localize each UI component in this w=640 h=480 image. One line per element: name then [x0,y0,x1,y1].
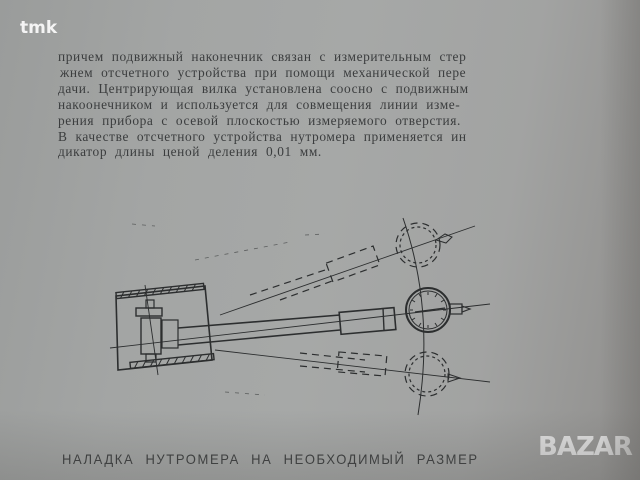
centering-fork [135,284,179,376]
figure-caption: НАЛАДКА НУТРОМЕРА НА НЕОБХОДИМЫЙ РАЗМЕР [62,451,479,468]
gauge-rod-upper-dashed [249,222,441,301]
body-paragraph: причем подвижный наконечник связан с изм… [58,49,578,160]
text-line: рения прибора с осевой плоскостью измеря… [58,112,461,128]
gauge-rod-center [109,303,491,349]
shadow-overlay [600,0,640,480]
text-line: причем подвижный наконечник связан с изм… [58,49,467,64]
text-line: жнем отсчетного устройства при помощи ме… [60,64,467,80]
bore-section [115,282,215,371]
text-line: накоонечником и используется для совмеще… [58,96,461,112]
text-line: дачи. Центрирующая вилка установлена соо… [58,80,469,96]
watermark-bazar: BAZAR [538,432,633,462]
watermark-tmk: tmk [20,18,58,38]
gauge-rod-lower-dashed [299,351,450,397]
text-line: В качестве отсчетного устройства нутроме… [58,128,467,144]
bore-gauge-figure [109,217,491,416]
text-line: дикатор длины ценой деления 0,01 мм. [58,144,322,160]
